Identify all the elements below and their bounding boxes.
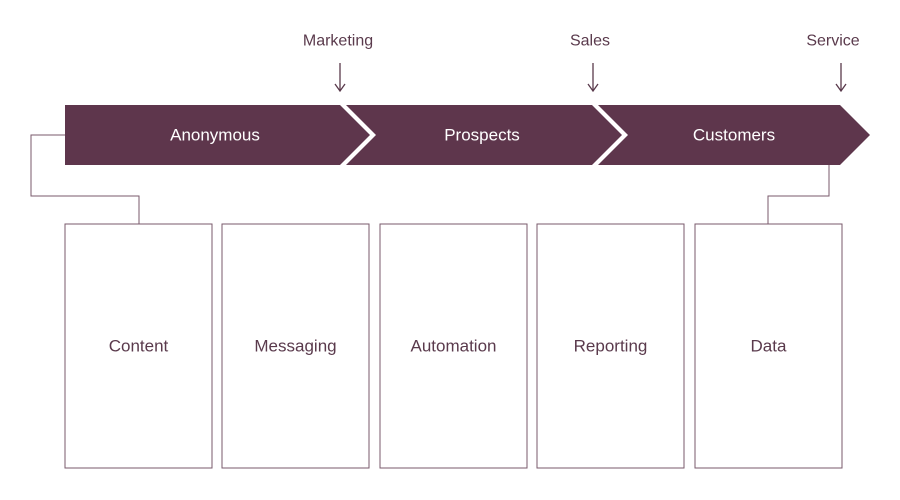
stage-band bbox=[65, 105, 870, 165]
capability-label-content: Content bbox=[109, 337, 169, 356]
stage-chevron-prospects bbox=[346, 105, 622, 165]
stage-labels: Anonymous Prospects Customers bbox=[170, 126, 775, 145]
stage-chevron-anonymous bbox=[65, 105, 370, 165]
capability-label-reporting: Reporting bbox=[574, 337, 648, 356]
capability-label-data: Data bbox=[751, 337, 787, 356]
bracket-connectors bbox=[30, 134, 830, 224]
stage-label-prospects: Prospects bbox=[444, 126, 520, 145]
capability-label-automation: Automation bbox=[411, 337, 497, 356]
handoff-markers: Marketing Sales Service bbox=[303, 33, 860, 93]
capability-box-messaging: Messaging bbox=[221, 223, 370, 469]
handoff-label-service: Service bbox=[806, 33, 859, 50]
stage-label-customers: Customers bbox=[693, 126, 775, 145]
arrow-down-icon bbox=[334, 63, 346, 93]
stage-chevron-customers bbox=[598, 105, 870, 165]
capability-box-content: Content bbox=[64, 223, 213, 469]
handoff-label-marketing: Marketing bbox=[303, 33, 373, 50]
arrow-down-icon bbox=[835, 63, 847, 93]
arrow-down-icon bbox=[587, 63, 599, 93]
handoff-sales: Sales bbox=[570, 33, 610, 93]
capability-box-data: Data bbox=[694, 223, 843, 469]
capability-boxes: Content Messaging Automation Reporting D… bbox=[64, 223, 843, 469]
capability-label-messaging: Messaging bbox=[254, 337, 336, 356]
capability-box-reporting: Reporting bbox=[536, 223, 685, 469]
handoff-marketing: Marketing bbox=[303, 33, 373, 93]
capability-box-automation: Automation bbox=[379, 223, 528, 469]
handoff-label-sales: Sales bbox=[570, 33, 610, 50]
handoff-service: Service bbox=[806, 33, 860, 93]
stage-label-anonymous: Anonymous bbox=[170, 126, 260, 145]
right-bracket-connector bbox=[767, 165, 830, 224]
left-bracket-connector bbox=[30, 134, 140, 224]
